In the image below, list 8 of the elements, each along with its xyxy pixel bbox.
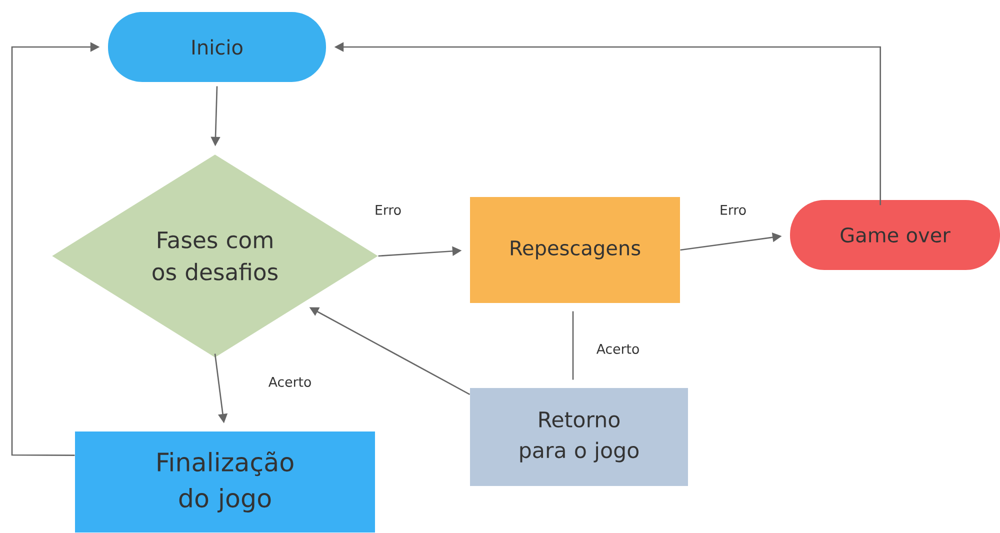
- process-box: Retorno para o jogo: [470, 388, 688, 486]
- edge-label: Acerto: [595, 342, 641, 356]
- process-box: Repescagens: [470, 197, 680, 303]
- start-terminal: Inicio: [108, 12, 326, 82]
- edge-label: Acerto: [267, 376, 313, 388]
- process-box: Finalização do jogo: [75, 432, 375, 532]
- edge-label: Erro: [718, 204, 748, 216]
- end-terminal: Game over: [790, 200, 1000, 270]
